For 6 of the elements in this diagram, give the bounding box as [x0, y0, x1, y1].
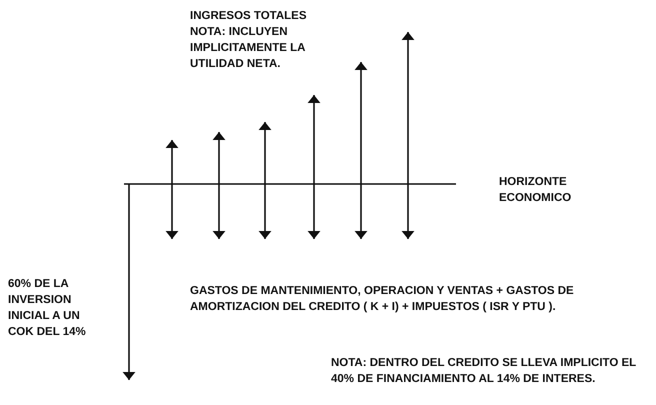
note-text: NOTA: DENTRO DEL CREDITO SE LLEVA IMPLICITO EL 40% DE FINANCIAMIENTO AL 14% DE INTERES.: [331, 356, 637, 387]
note-text: HORIZONTE ECONOMICO: [499, 175, 572, 206]
note-text: GASTOS DE MANTENIMIENTO, OPERACION Y VENTAS + GASTOS DE AMORTIZACION DEL CREDITO ( K + I) + IMPUESTOS ( ISR Y PTU ).: [190, 284, 575, 315]
note-text: NOTA: INCLUYEN IMPLICITAMENTE LA UTILIDAD NETA.: [190, 25, 306, 72]
note-text: 60% DE LA INVERSION INICIAL A UN COK DEL 14%: [8, 277, 87, 340]
note-text: INGRESOS TOTALES: [190, 9, 308, 24]
